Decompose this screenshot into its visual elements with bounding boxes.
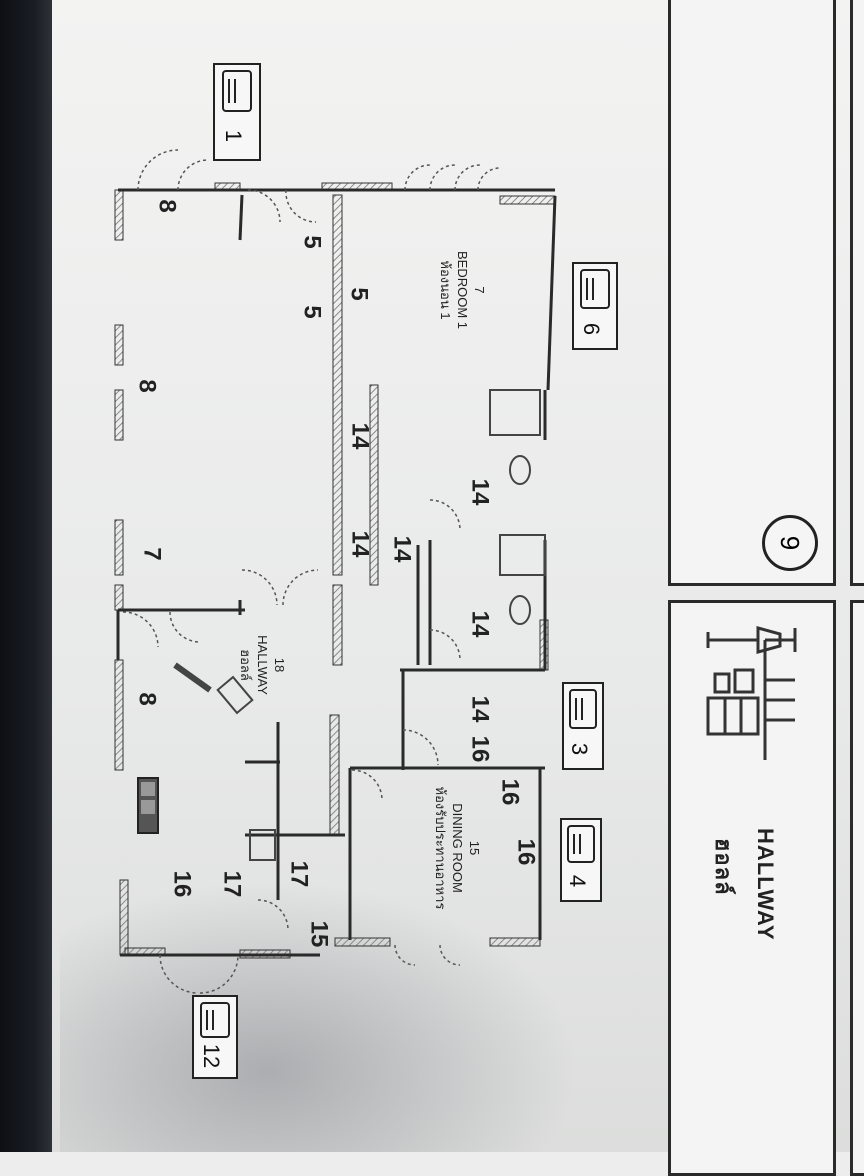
air-conditioner-icon [569, 689, 597, 729]
coat-rack-icon [763, 628, 797, 760]
room-label-hallway: 18 HALLWAY ฮอลล์ [232, 615, 288, 715]
plan-number: 14 [466, 478, 494, 506]
plan-number: 8 [133, 692, 161, 706]
ac-unit-4: 4 [560, 818, 602, 902]
plan-number: 14 [346, 530, 374, 558]
air-conditioner-icon [567, 825, 595, 863]
plan-number: 16 [512, 838, 540, 866]
ac-unit-label: 12 [199, 1043, 225, 1069]
plan-number: 17 [218, 870, 246, 898]
room-number: 15 [467, 840, 482, 856]
wall-top-3 [499, 195, 556, 205]
plan-number: 5 [345, 287, 373, 301]
plan-number: 16 [466, 735, 494, 763]
plan-number: 17 [285, 860, 313, 888]
plan-number: 14 [388, 535, 416, 563]
plan-number: 14 [466, 610, 494, 638]
plan-number: 5 [298, 305, 326, 319]
cabinet-icon [706, 668, 760, 736]
ac-unit-12: 12 [192, 995, 238, 1079]
room-number-circle: 9 [762, 515, 818, 571]
shadow-overlay [60, 880, 580, 1152]
wall-bottom-1 [334, 937, 391, 947]
room-name-th: ห้องรับประทานอาหาร [433, 786, 448, 910]
room-name-en: BEDROOM 1 [455, 250, 470, 329]
ac-unit-3: 3 [562, 682, 604, 770]
wall-bath-1 [369, 384, 379, 586]
dark-background [0, 0, 62, 1152]
room-name-th: ห้องนอน 1 [438, 260, 453, 320]
air-conditioner-icon [222, 70, 252, 112]
wall-left-1 [114, 189, 124, 241]
room-number: 7 [472, 286, 487, 294]
plan-number: 15 [305, 920, 333, 948]
floor-lamp-icon [706, 626, 782, 654]
air-conditioner-icon [580, 269, 610, 309]
wall-left-6 [114, 659, 124, 771]
floor-plan [114, 149, 557, 994]
ac-unit-label: 3 [567, 742, 593, 756]
room-name-en: DINING ROOM [450, 803, 465, 893]
wall-switch-icon [137, 777, 159, 834]
plan-number: 16 [496, 778, 524, 806]
legend-panel-hallway [668, 600, 836, 1176]
room-label-dining: 15 DINING ROOM ห้องรับประทานอาหาร [427, 768, 483, 928]
legend-panel-top [668, 0, 836, 586]
ac-unit-label: 4 [565, 874, 591, 888]
ac-unit-6: 6 [572, 262, 618, 350]
plan-number: 8 [153, 199, 181, 213]
wall-center-2 [332, 584, 343, 666]
wall-left-7 [119, 879, 129, 956]
plan-number: 16 [168, 870, 196, 898]
legend-panel-edge-top [850, 0, 864, 586]
wall-center-3 [329, 714, 340, 836]
ac-unit-label: 1 [221, 129, 247, 143]
room-number: 18 [272, 657, 287, 673]
plan-number: 5 [298, 235, 326, 249]
wall-left-5 [114, 584, 124, 611]
wall-bottom-2 [489, 937, 541, 947]
plan-number: 14 [346, 422, 374, 450]
room-name-th: ฮอลล์ [238, 649, 253, 681]
wall-center [332, 194, 343, 576]
ac-unit-label: 6 [579, 322, 605, 336]
plan-number: 8 [133, 379, 161, 393]
wall-left-3 [114, 389, 124, 441]
room-name-en: HALLWAY [255, 635, 270, 695]
legend-icons [706, 626, 797, 760]
room-label-bedroom: 7 BEDROOM 1 ห้องนอน 1 [432, 225, 488, 355]
ac-unit-1: 1 [213, 63, 261, 161]
air-conditioner-icon [200, 1002, 230, 1038]
wall-left-2 [114, 324, 124, 366]
plan-number: 14 [466, 695, 494, 723]
wall-left-4 [114, 519, 124, 576]
plan-number: 7 [138, 547, 166, 561]
